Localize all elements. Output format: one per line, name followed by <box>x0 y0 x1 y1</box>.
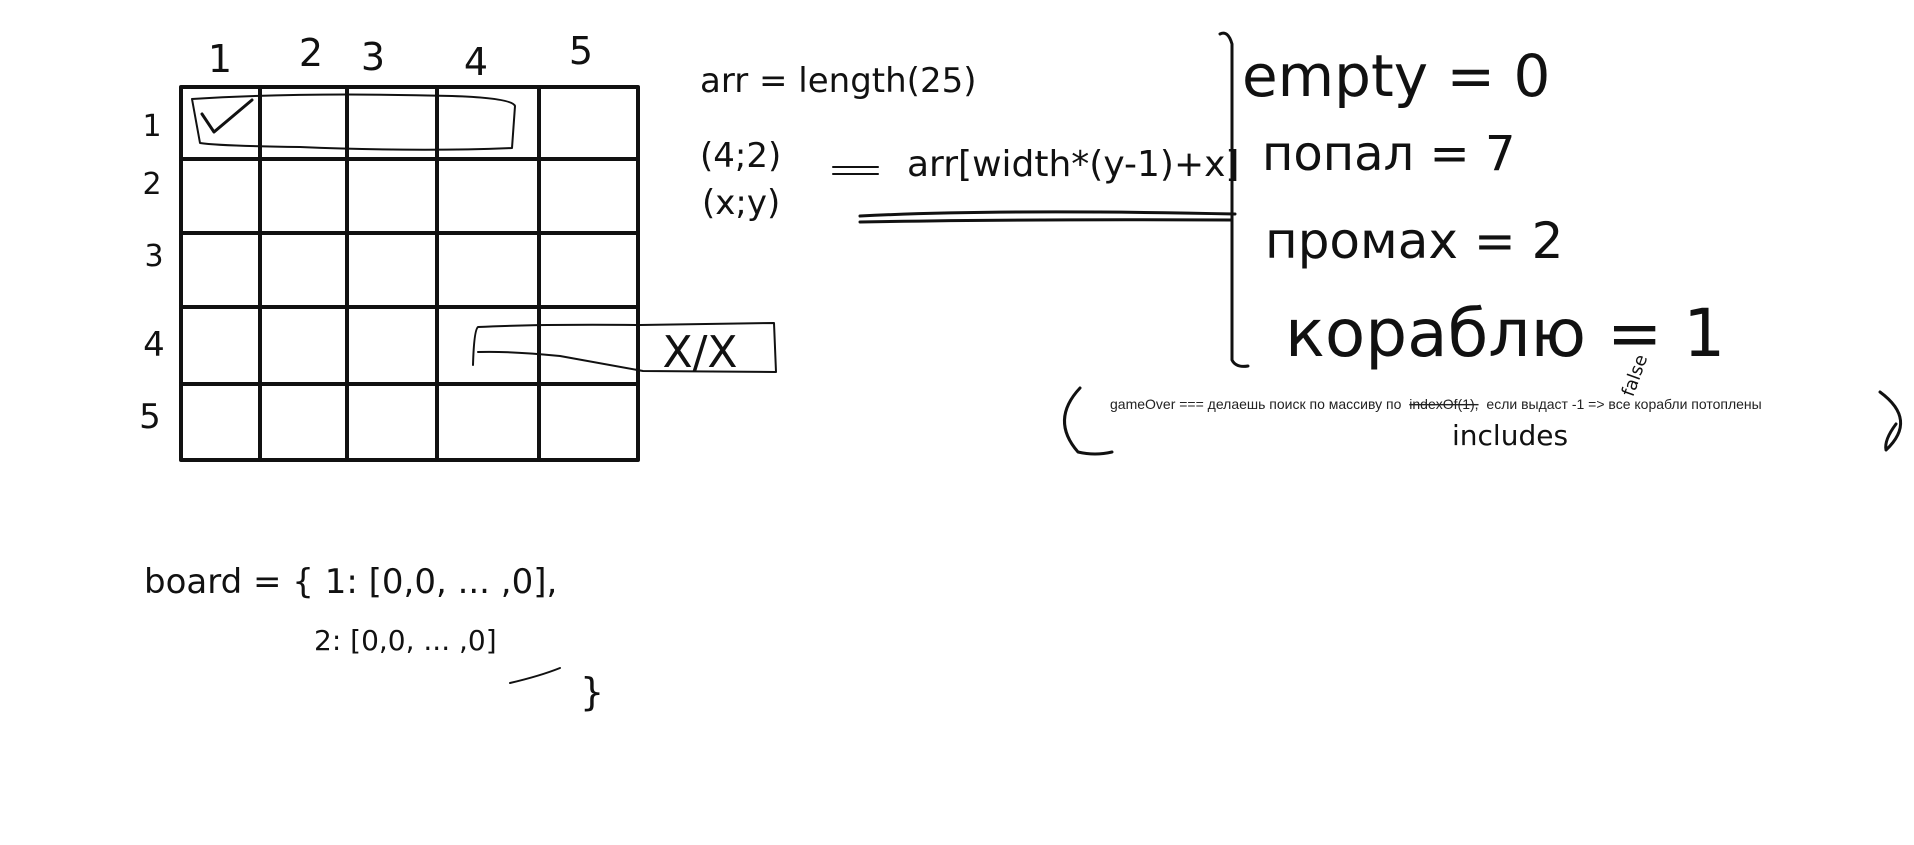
hit-check-icon <box>200 98 254 134</box>
column-label: 3 <box>361 35 385 79</box>
board-scribble <box>509 667 561 684</box>
arr-length-note: arr = length(25) <box>700 61 976 101</box>
battleship-grid <box>179 85 640 462</box>
state-hit: попал = 7 <box>1262 126 1516 182</box>
column-label: 5 <box>569 29 593 73</box>
column-label: 4 <box>464 40 488 84</box>
state-ship: кораблю = 1 <box>1285 295 1725 372</box>
game-over-note: gameOver === делаешь поиск по массиву по… <box>1110 396 1762 412</box>
state-bracket <box>1218 31 1250 368</box>
includes-word: includes <box>1452 419 1568 452</box>
coord-generic: (x;y) <box>702 183 780 223</box>
row-label: 3 <box>144 239 163 274</box>
row-label: 1 <box>142 109 161 144</box>
row-label: 2 <box>142 167 161 202</box>
column-label: 2 <box>299 31 323 75</box>
row-label: 4 <box>143 325 165 365</box>
grid-border <box>179 85 640 462</box>
state-empty: empty = 0 <box>1242 42 1550 110</box>
underline-arrow <box>858 210 1237 224</box>
board-line-2: 2: [0,0, ... ,0] <box>314 624 497 657</box>
miss-marks: X/X <box>662 327 737 378</box>
ship-outline <box>191 93 516 151</box>
board-line-1: board = { 1: [0,0, ... ,0], <box>144 562 557 602</box>
board-close-brace: } <box>580 670 604 714</box>
column-label: 1 <box>208 37 232 81</box>
right-parenthesis <box>1878 390 1903 452</box>
state-miss: промах = 2 <box>1265 212 1563 270</box>
game-over-text-end: если выдаст -1 => все корабли потоплены <box>1486 396 1761 412</box>
left-parenthesis <box>1063 386 1114 456</box>
game-over-text-start: gameOver === делаешь поиск по массиву по <box>1110 396 1402 412</box>
index-formula: arr[width*(y-1)+x] <box>907 144 1239 185</box>
row-label: 5 <box>139 397 161 437</box>
game-over-struck-text: indexOf(1), <box>1409 396 1478 412</box>
ship-outline-row4 <box>472 322 777 373</box>
coord-example: (4;2) <box>700 136 781 176</box>
